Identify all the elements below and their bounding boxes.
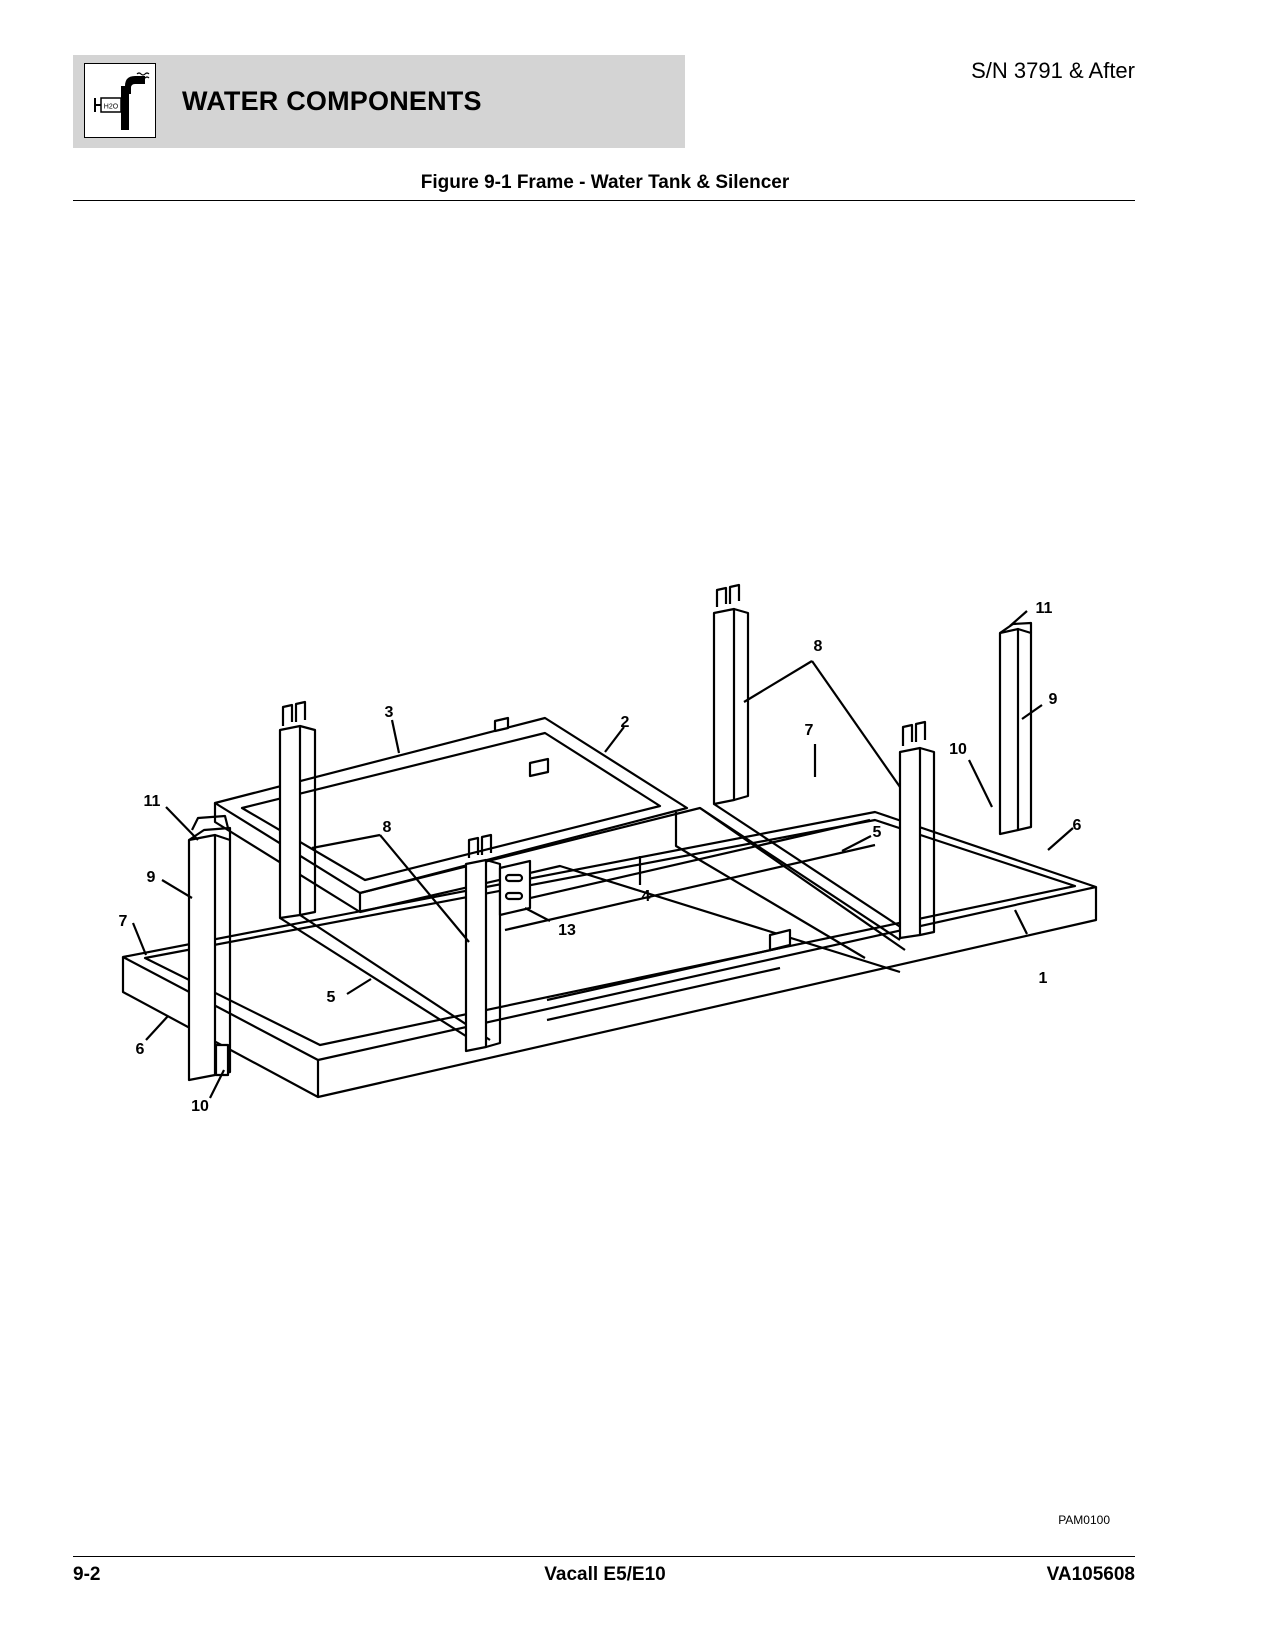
callout-label: 5 — [873, 824, 882, 841]
callout-label: 6 — [1073, 817, 1082, 834]
callout-label: 9 — [147, 869, 156, 886]
callout-label: 2 — [621, 714, 630, 731]
bottom-rule — [73, 1556, 1135, 1557]
doc-number: VA105608 — [1046, 1564, 1135, 1585]
figure-title: Figure 9-1 Frame - Water Tank & Silencer — [420, 172, 790, 193]
top-rule — [73, 200, 1135, 201]
callout-label: 11 — [144, 793, 161, 810]
header-band — [73, 55, 685, 148]
serial-note: S/N 3791 & After — [971, 58, 1135, 83]
callout-label: 10 — [949, 741, 967, 758]
callout-label: 11 — [1036, 600, 1053, 617]
icon-text: H2O — [104, 104, 119, 111]
callout-label: 5 — [327, 989, 336, 1006]
water-faucet-icon: H2O — [84, 63, 156, 138]
page-number: 9-2 — [73, 1564, 101, 1585]
callout-label: 6 — [136, 1041, 145, 1058]
section-title: WATER COMPONENTS — [182, 86, 482, 116]
callout-label: 10 — [191, 1098, 209, 1115]
callout-label: 7 — [805, 722, 814, 739]
callout-label: 8 — [814, 638, 823, 655]
callout-label: 13 — [558, 922, 576, 939]
callout-label: 7 — [119, 913, 128, 930]
callout-label: 8 — [383, 819, 392, 836]
drawing-id: PAM0100 — [1058, 1513, 1110, 1527]
callout-label: 1 — [1039, 970, 1048, 987]
callout-label: 4 — [642, 888, 651, 905]
callout-label: 3 — [385, 704, 394, 721]
callout-label: 9 — [1049, 691, 1058, 708]
product-name: Vacall E5/E10 — [544, 1564, 666, 1585]
